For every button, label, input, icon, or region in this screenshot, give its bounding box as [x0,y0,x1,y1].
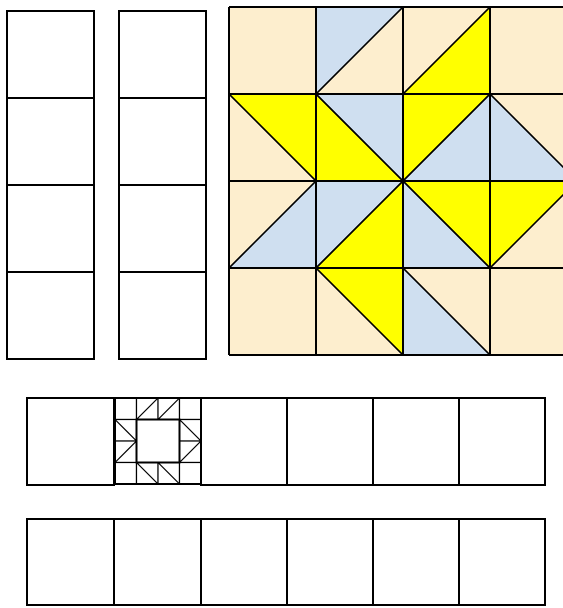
mini-square [180,398,202,420]
column-square [7,185,94,272]
star-quilt-block [229,7,563,355]
square-strip [27,519,545,605]
column-square [119,185,206,272]
column-square [119,272,206,359]
strip-square [287,398,373,485]
square-strip-with-mini-block [27,398,545,485]
strip-square [27,398,114,485]
column-square [119,98,206,185]
strip-square [459,519,545,605]
mini-square [180,463,202,485]
column-square [7,272,94,359]
square-columns [7,11,206,359]
column-square [7,98,94,185]
strip-square [459,398,545,485]
strip-square [373,398,459,485]
mini-center-square [137,420,180,463]
strip-square [287,519,373,605]
column-square [119,11,206,98]
column-square [7,11,94,98]
miniature-star-block [115,398,201,484]
mini-square [115,463,137,485]
strip-square [114,519,201,605]
mini-square [115,398,137,420]
strip-square [373,519,459,605]
strip-square [201,519,287,605]
strip-square [201,398,287,485]
strip-square [27,519,114,605]
